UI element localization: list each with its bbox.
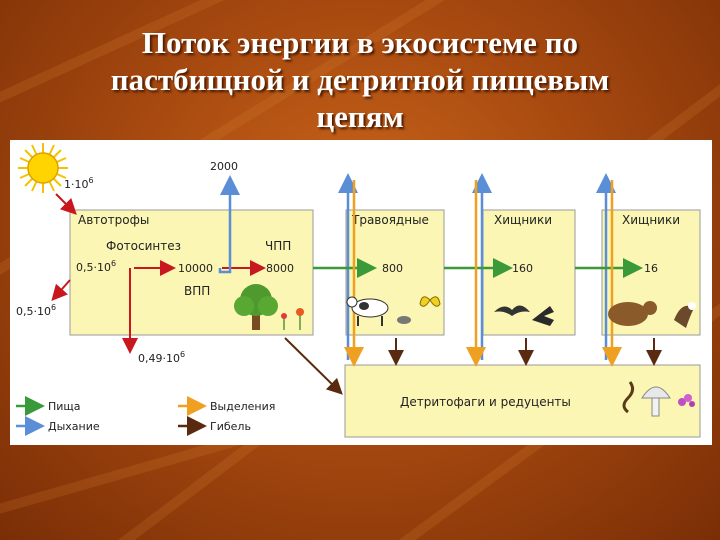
- photosynthesis-label: Фотосинтез: [106, 239, 181, 253]
- herbivores-value: 800: [382, 262, 403, 275]
- absorbed-value: 0,5·106: [76, 259, 116, 274]
- autotrophs-death-arrow: [284, 337, 343, 395]
- detritus-label: Детритофаги и редуценты: [400, 395, 571, 409]
- reflected-value: 0,5·106: [16, 303, 56, 318]
- swallow-icon: [532, 306, 554, 326]
- respiration-top-value: 2000: [210, 160, 238, 173]
- flowers-icon: [281, 308, 304, 330]
- legend-respiration: Дыхание: [48, 420, 100, 433]
- legend-death: Гибель: [210, 420, 251, 433]
- herbivores-label: Травоядные: [351, 213, 429, 227]
- fungus-icon: [678, 394, 695, 407]
- npp-label: ЧПП: [265, 239, 291, 253]
- predators1-value: 160: [512, 262, 533, 275]
- tree-icon: [234, 284, 278, 330]
- autotrophs-respiration-arrow: [218, 175, 240, 274]
- eagle-icon: [674, 302, 696, 328]
- title-line-3: цепям: [316, 99, 404, 134]
- npp-value: 8000: [266, 262, 294, 275]
- legend: Пища Дыхание Выделения Гибель: [16, 396, 275, 436]
- predators2-label: Хищники: [622, 213, 680, 227]
- sun-icon: [18, 143, 68, 193]
- sun-input-value: 1·106: [64, 176, 94, 191]
- predators2-value: 16: [644, 262, 658, 275]
- bear-icon: [608, 301, 657, 326]
- butterfly-icon: [419, 296, 441, 307]
- mouse-icon: [397, 316, 411, 324]
- legend-excretion: Выделения: [210, 400, 275, 413]
- reflected-arrow: [51, 279, 71, 301]
- energy-flow-diagram: Автотрофы Фотосинтез ЧПП ВПП Травоядные …: [10, 140, 712, 445]
- title-line-2: пастбищной и детритной пищевым: [110, 62, 610, 97]
- predators1-label: Хищники: [494, 213, 552, 227]
- legend-food: Пища: [48, 400, 81, 413]
- bat-icon: [494, 305, 530, 316]
- mushroom-icon: [641, 386, 671, 417]
- gpp-value: 10000: [178, 262, 213, 275]
- slide-title: Поток энергии в экосистеме по пастбищной…: [20, 24, 700, 135]
- not-used-value: 0,49·106: [138, 350, 185, 365]
- sun-to-autotrophs-arrow: [55, 193, 77, 215]
- autotrophs-label: Автотрофы: [78, 213, 149, 227]
- cow-icon: [346, 296, 389, 326]
- worm-icon: [622, 381, 635, 414]
- gpp-label: ВПП: [184, 284, 210, 298]
- title-line-1: Поток энергии в экосистеме по: [141, 25, 579, 60]
- detritus-box: [344, 364, 701, 438]
